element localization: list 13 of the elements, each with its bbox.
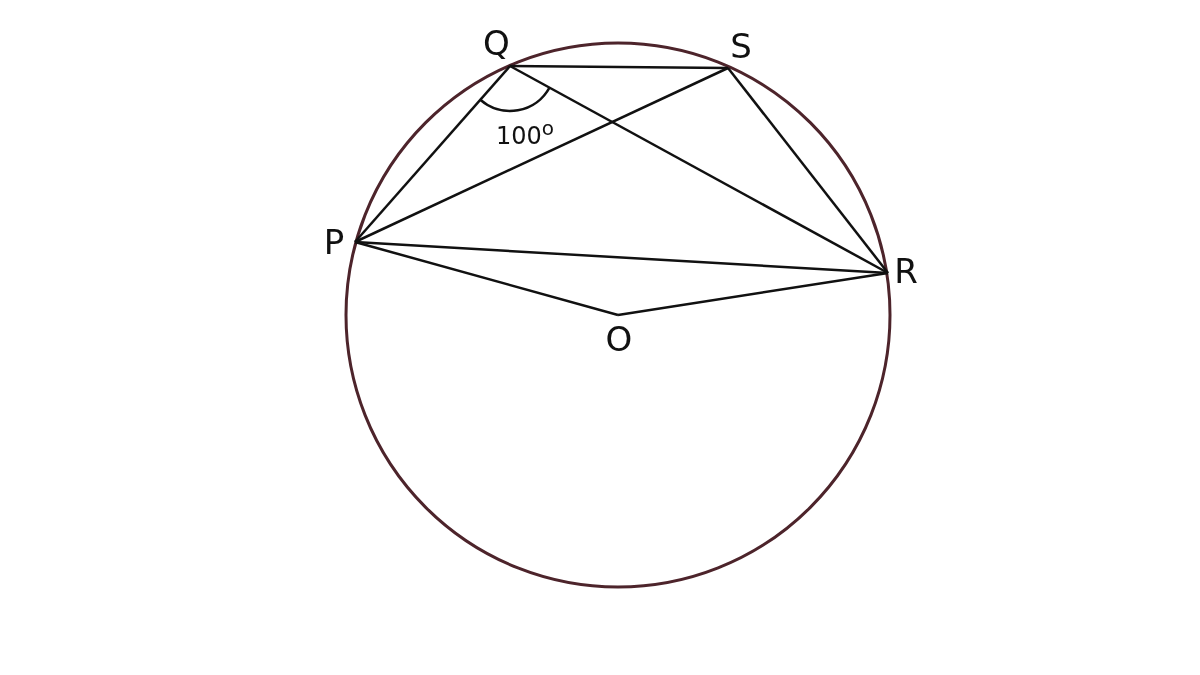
line-segment [727,67,889,274]
point-label: O [605,322,633,356]
line-segment [354,66,729,244]
point-label: Q [483,26,510,60]
line-segment [509,64,889,275]
angle-label: 100$^{o}$ [496,116,555,150]
point-label: P [323,225,345,259]
line-segment [354,240,619,317]
line-segment [354,65,511,243]
point-label: S [730,29,752,63]
line-segment [510,64,728,70]
point-label: R [894,254,918,288]
line-segment [617,271,889,317]
